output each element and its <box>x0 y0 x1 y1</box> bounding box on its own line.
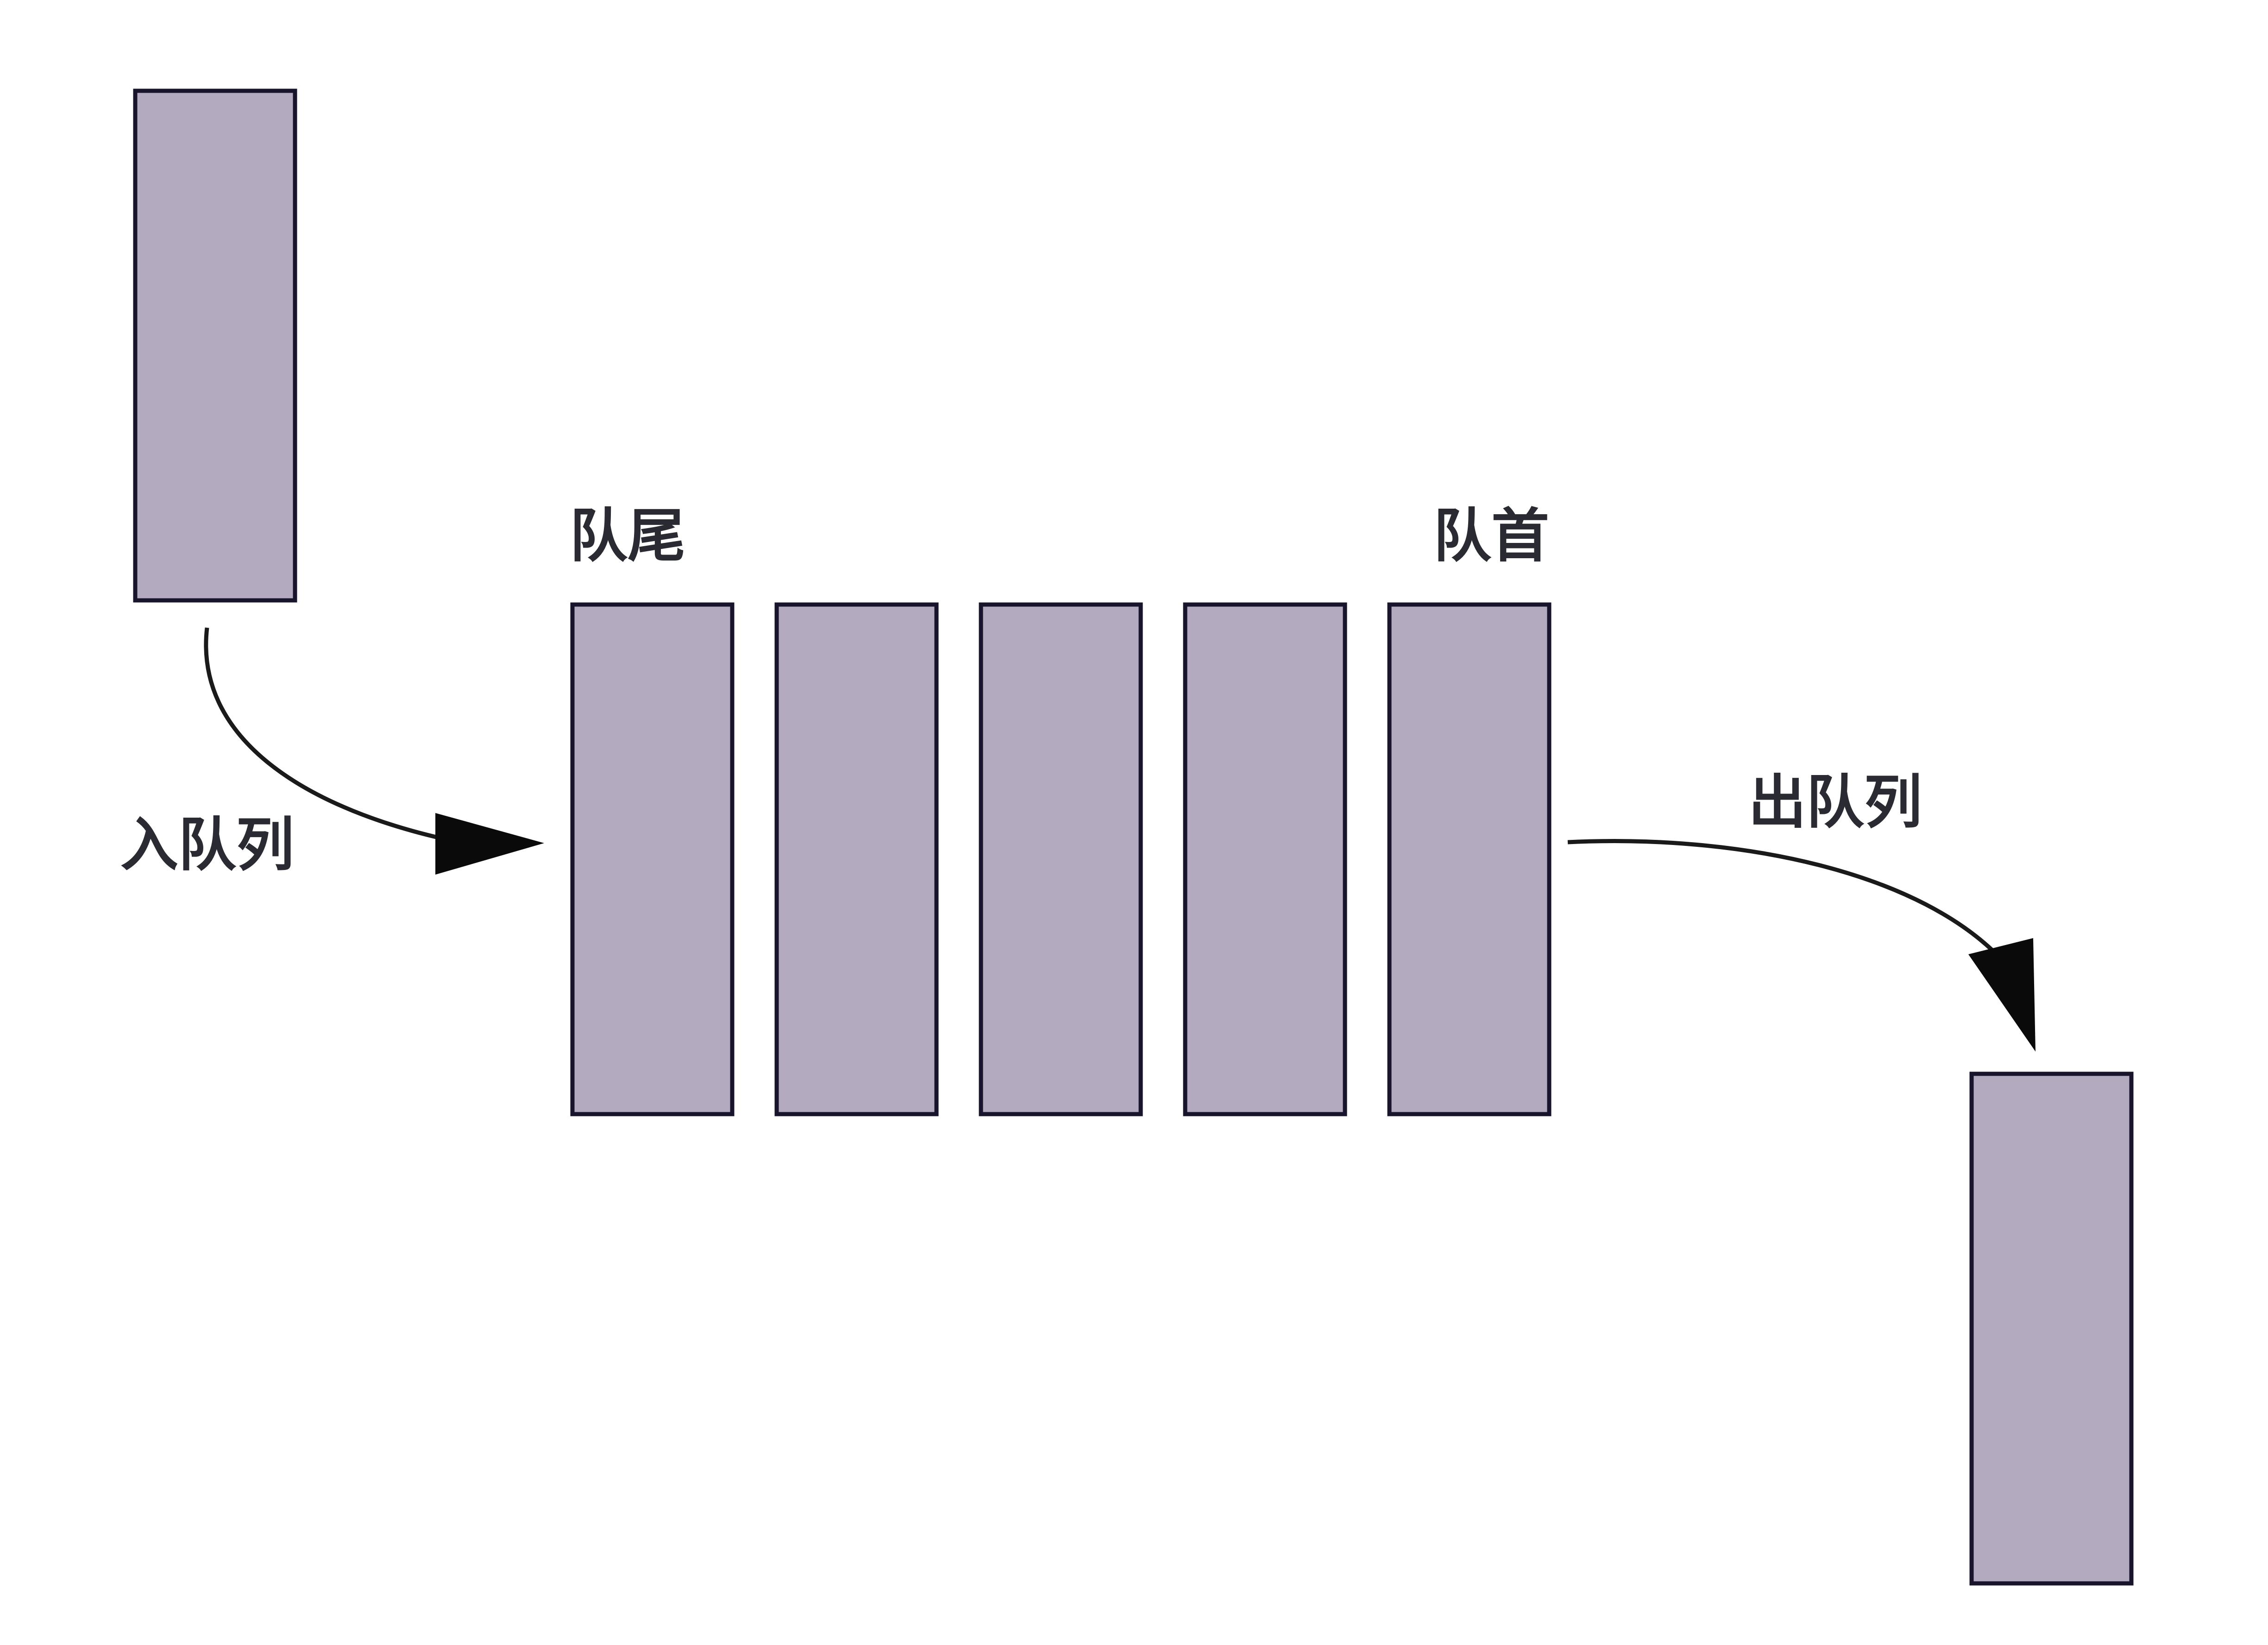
queue-head-label: 队首 <box>1433 503 1549 570</box>
queue-tail-label: 队尾 <box>570 503 685 570</box>
queue-slot <box>1183 602 1347 1116</box>
enqueue-arrow <box>204 627 544 875</box>
outgoing-element <box>1969 1071 2134 1586</box>
queue-slot <box>979 602 1143 1116</box>
queue <box>570 602 1552 1116</box>
queue-slot-tail <box>570 602 735 1116</box>
dequeue-arrow <box>1567 839 2036 1052</box>
enqueue-label: 入队列 <box>120 812 294 879</box>
dequeue-label: 出队列 <box>1748 769 1922 836</box>
queue-slot <box>774 602 939 1116</box>
queue-slot-head <box>1387 602 1552 1116</box>
incoming-element <box>133 88 297 603</box>
